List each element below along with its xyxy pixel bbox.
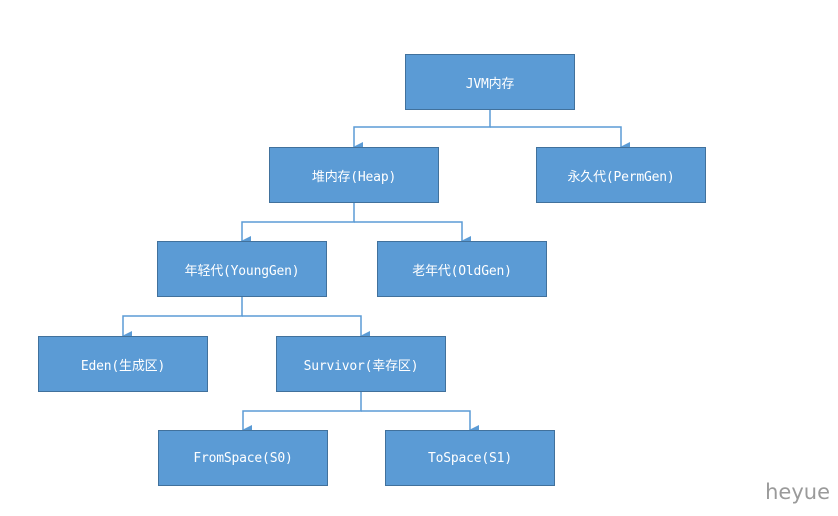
connector-survivor-to-from-space [242,392,362,435]
node-to-space: ToSpace(S1) [385,430,555,486]
node-jvm-memory: JVM内存 [405,54,575,110]
connector-young-gen-to-eden [122,297,243,341]
connector-heap-to-young-gen [241,203,355,246]
connector-heap-to-old-gen [354,221,471,246]
node-eden: Eden(生成区) [38,336,208,392]
node-heap: 堆内存(Heap) [269,147,439,203]
node-survivor: Survivor(幸存区) [276,336,446,392]
connector-jvm-to-permgen [490,126,630,152]
node-from-space: FromSpace(S0) [158,430,328,486]
connector-survivor-to-to-space [361,410,479,435]
connector-jvm-to-heap [353,110,491,152]
watermark-text: heyue [765,480,830,504]
node-old-gen: 老年代(OldGen) [377,241,547,297]
connector-young-gen-to-survivor [242,315,370,341]
node-permgen: 永久代(PermGen) [536,147,706,203]
node-young-gen: 年轻代(YoungGen) [157,241,327,297]
